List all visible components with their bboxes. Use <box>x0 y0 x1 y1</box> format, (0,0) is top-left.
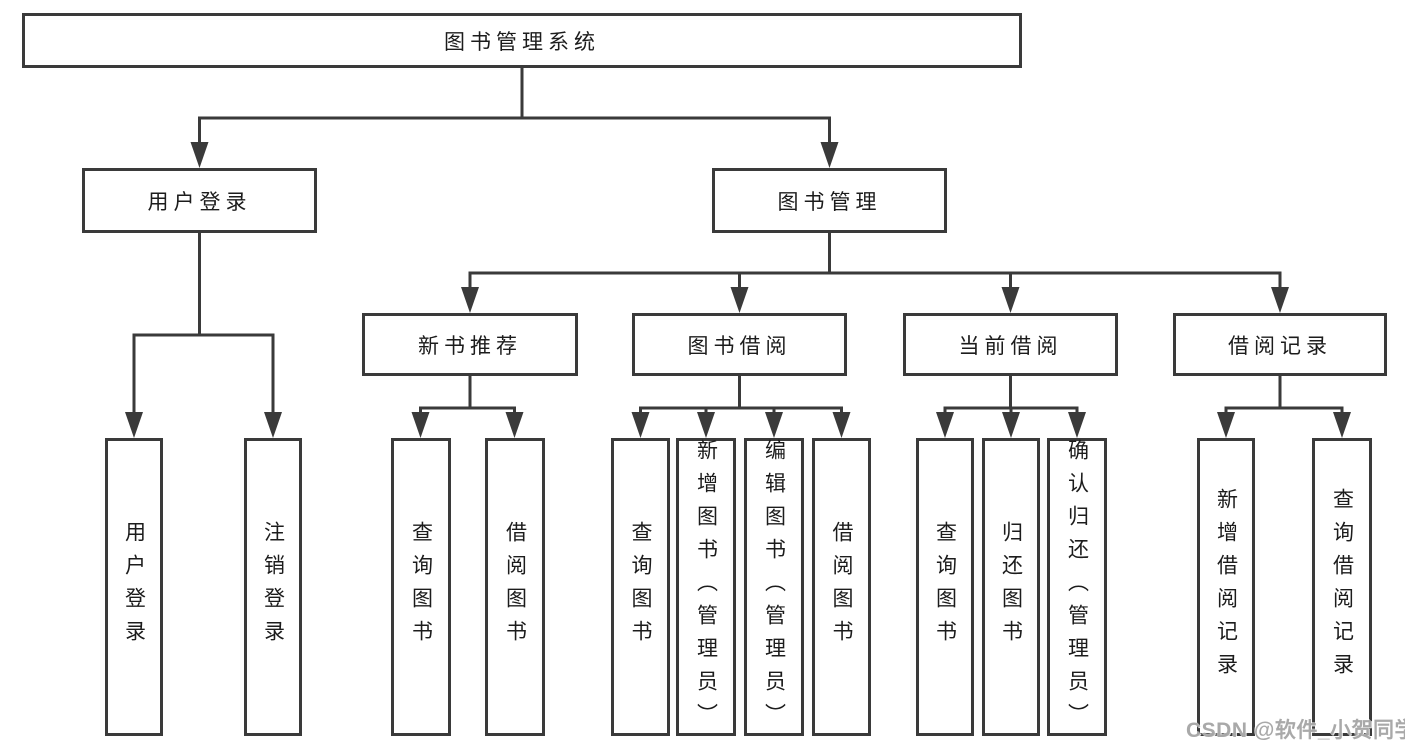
connector-line <box>639 406 843 414</box>
node-label: 借阅记录 <box>1228 334 1332 358</box>
leaf-logout: 注销登录 <box>244 438 302 736</box>
arrow-down-icon <box>832 412 851 438</box>
leaf-return-book: 归还图书 <box>982 438 1040 736</box>
arrow-down-icon <box>697 412 715 438</box>
leaf-label: 查询借阅记录 <box>1330 488 1354 686</box>
leaf-label: 查询图书 <box>409 521 433 653</box>
arrow-down-icon <box>1217 412 1235 438</box>
node-book-borrow: 图书借阅 <box>632 313 847 376</box>
arrow-down-icon <box>461 287 479 313</box>
leaf-label: 新增图书（管理员） <box>694 438 718 736</box>
connector-line <box>198 116 831 144</box>
node-label: 用户登录 <box>147 190 252 214</box>
arrow-down-icon <box>125 412 143 438</box>
node-label: 图书借阅 <box>687 334 792 358</box>
arrow-down-icon <box>1333 412 1351 438</box>
node-new-book-recommend: 新书推荐 <box>362 313 578 376</box>
leaf-label: 确认归还（管理员） <box>1065 438 1089 736</box>
arrow-down-icon <box>1002 412 1020 438</box>
node-label: 图书管理系统 <box>444 30 600 54</box>
arrow-down-icon <box>1001 287 1020 313</box>
connector-line <box>419 406 516 414</box>
leaf-label: 用户登录 <box>122 521 146 653</box>
watermark: CSDN @软件_小贺同学 <box>1186 719 1405 742</box>
node-label: 图书管理 <box>777 190 882 214</box>
connector-line <box>468 271 1282 289</box>
arrow-down-icon <box>820 142 839 168</box>
leaf-label: 借阅图书 <box>503 521 527 653</box>
arrow-down-icon <box>1068 412 1086 438</box>
arrow-down-icon <box>730 287 749 313</box>
node-user-login: 用户登录 <box>82 168 317 233</box>
leaf-label: 归还图书 <box>999 521 1023 653</box>
node-current-borrow: 当前借阅 <box>903 313 1118 376</box>
node-label: 新书推荐 <box>418 334 522 358</box>
leaf-borrow-book: 借阅图书 <box>812 438 871 736</box>
arrow-down-icon <box>936 412 954 438</box>
leaf-edit-book-admin: 编辑图书（管理员） <box>744 438 804 736</box>
arrow-down-icon <box>631 412 650 438</box>
leaf-confirm-return-admin: 确认归还（管理员） <box>1047 438 1107 736</box>
node-label: 当前借阅 <box>958 334 1063 358</box>
connector-line <box>943 406 1079 414</box>
leaf-label: 查询图书 <box>629 521 652 653</box>
leaf-query-books-recommend: 查询图书 <box>391 438 451 736</box>
leaf-user-login: 用户登录 <box>105 438 163 736</box>
leaf-label: 查询图书 <box>933 521 957 653</box>
leaf-add-book-admin: 新增图书（管理员） <box>676 438 736 736</box>
leaf-label: 新增借阅记录 <box>1214 488 1238 686</box>
connector-line <box>1224 406 1344 414</box>
node-book-management: 图书管理 <box>712 168 947 233</box>
arrow-down-icon <box>1271 287 1289 313</box>
arrow-down-icon <box>411 412 430 438</box>
leaf-label: 编辑图书（管理员） <box>762 438 786 736</box>
leaf-query-borrow-record: 查询借阅记录 <box>1312 438 1372 736</box>
node-borrow-records: 借阅记录 <box>1173 313 1387 376</box>
arrow-down-icon <box>264 412 282 438</box>
leaf-label: 注销登录 <box>261 521 285 653</box>
connector-line <box>132 333 275 414</box>
leaf-borrow-book-recommend: 借阅图书 <box>485 438 545 736</box>
node-root-system: 图书管理系统 <box>22 13 1022 68</box>
arrow-down-icon <box>765 412 783 438</box>
leaf-label: 借阅图书 <box>830 521 853 653</box>
arrow-down-icon <box>505 412 524 438</box>
arrow-down-icon <box>190 142 209 168</box>
leaf-add-borrow-record: 新增借阅记录 <box>1197 438 1255 736</box>
leaf-query-books-borrow: 查询图书 <box>611 438 670 736</box>
leaf-query-books-current: 查询图书 <box>916 438 974 736</box>
